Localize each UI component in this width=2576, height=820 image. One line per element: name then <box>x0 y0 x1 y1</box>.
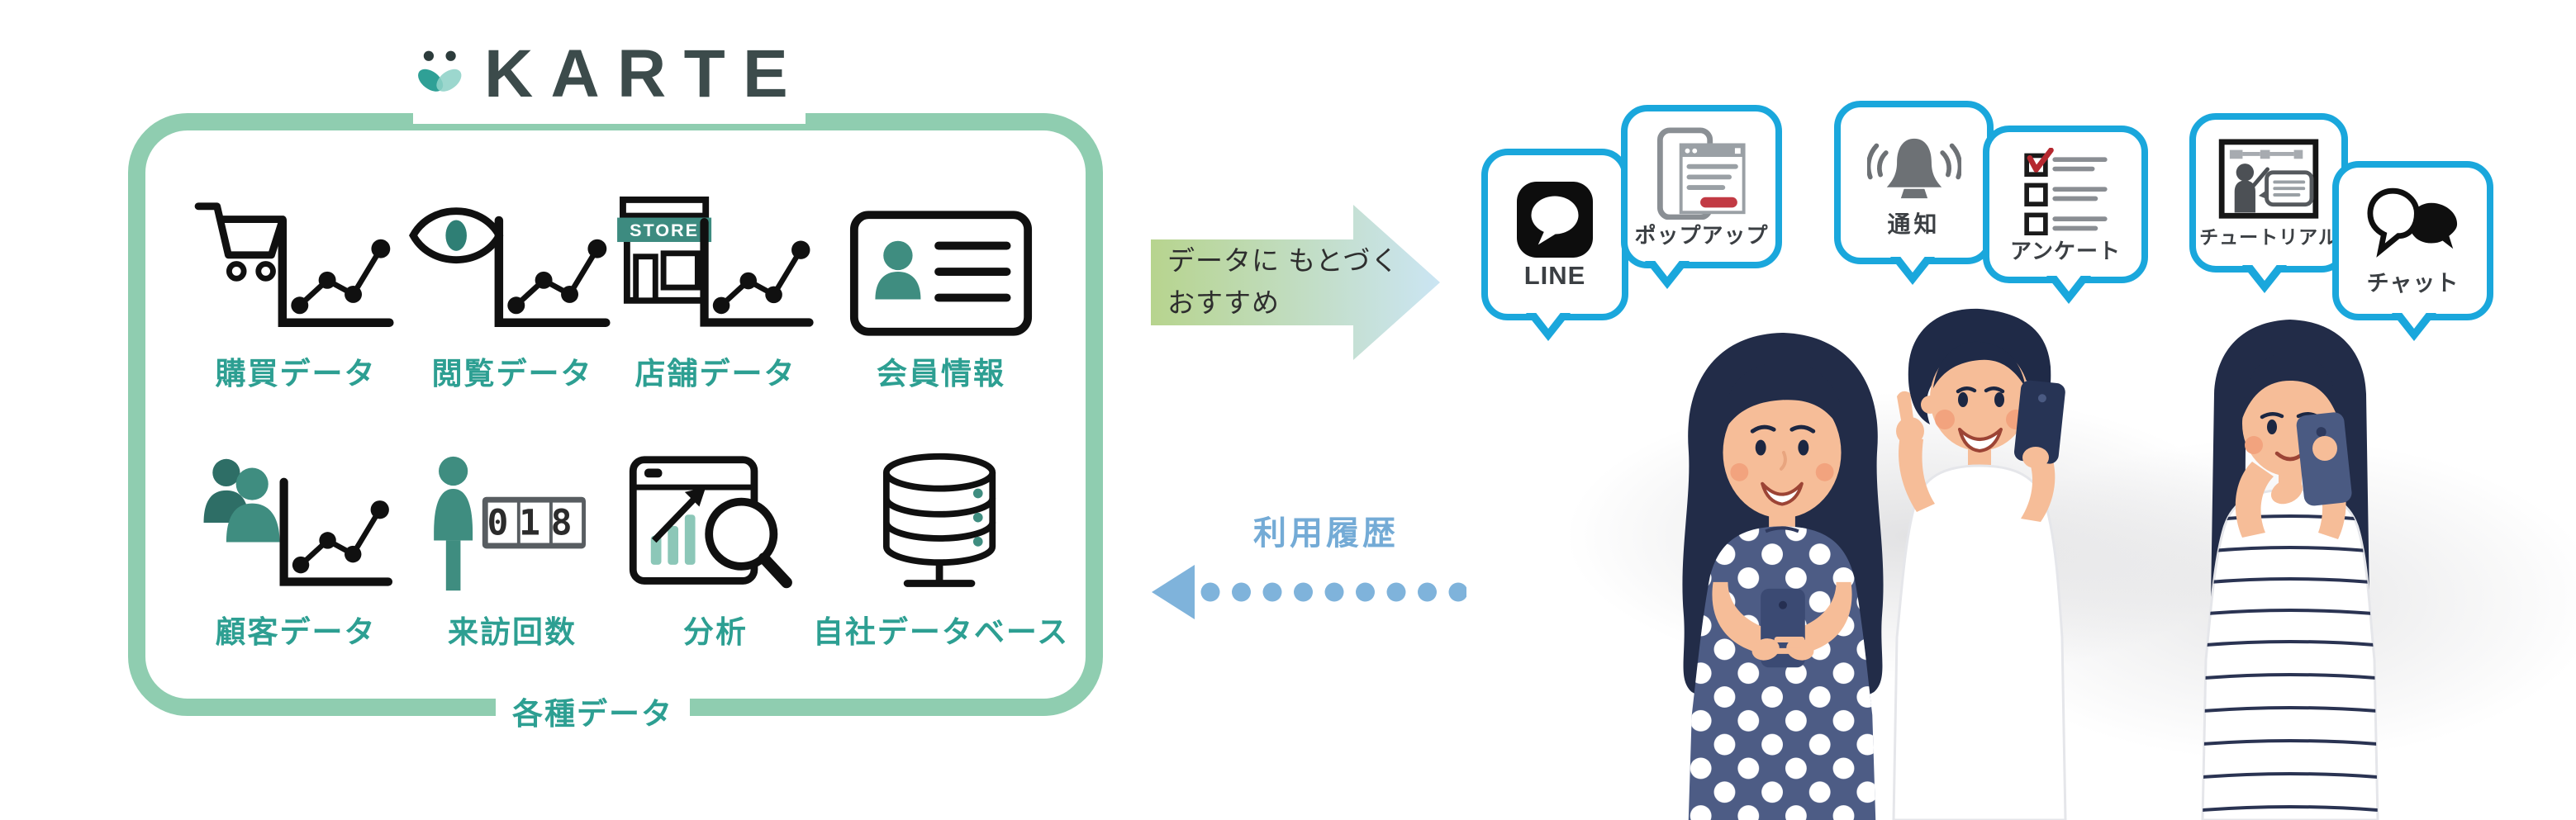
channel-label: チャット <box>2366 271 2460 296</box>
person-pointing-man <box>1892 308 2067 820</box>
channel-bubble-notification: 通知 <box>1834 101 1994 264</box>
eye-chart-icon <box>392 194 632 339</box>
data-item-database: 自社データベース <box>792 453 1090 652</box>
box-footer: 各種データ <box>496 688 690 734</box>
cart-chart-icon <box>176 194 416 339</box>
usage-history-label: 利用履歴 <box>1253 515 1399 552</box>
recommendation-arrow <box>1151 205 1440 360</box>
data-item-visits: 018 来訪回数 <box>392 453 632 652</box>
popup-phone-icon <box>1656 127 1746 220</box>
channel-label: チュートリアル <box>2199 226 2338 248</box>
item-label: 分析 <box>683 615 748 649</box>
box-footer-label: 各種データ <box>512 697 673 731</box>
item-label: 閲覧データ <box>431 357 593 391</box>
item-label: 顧客データ <box>215 615 377 649</box>
counter-digits: 018 <box>487 503 582 544</box>
channel-label: LINE <box>1523 260 1586 290</box>
store-sign-text: STORE <box>630 220 699 240</box>
line-app-icon <box>1517 181 1593 258</box>
store-chart-icon: STORE <box>596 194 835 339</box>
data-item-store: STORE 店舗データ <box>596 194 835 393</box>
id-card-icon <box>821 194 1061 339</box>
chat-bubbles-icon <box>2366 187 2457 258</box>
karte-logo-mark <box>418 50 462 92</box>
recommendation-arrow-text: データに もとづく おすすめ <box>1167 239 1423 324</box>
data-item-customer: 顧客データ <box>176 453 416 652</box>
channel-bubble-chat: チャット <box>2332 161 2493 320</box>
item-label: 会員情報 <box>877 357 1005 391</box>
channel-bubble-popup: ポップアップ <box>1621 105 1782 268</box>
notification-bell-icon <box>1866 138 1961 199</box>
recommendation-line1: データに もとづく <box>1167 245 1400 276</box>
channel-bubble-line: LINE <box>1481 149 1628 320</box>
item-label: 自社データベース <box>812 615 1070 649</box>
person-polka-dot-woman <box>1682 332 1884 820</box>
data-item-browsing: 閲覧データ <box>392 194 632 393</box>
data-item-purchase: 購買データ <box>176 194 416 393</box>
channel-label: ポップアップ <box>1634 223 1769 248</box>
people-chart-icon <box>176 453 416 597</box>
channel-bubble-tutorial: チュートリアル <box>2189 113 2348 273</box>
karte-logo-text: KARTE <box>483 36 806 111</box>
recommendation-line2: おすすめ <box>1167 287 1280 319</box>
visit-counter-icon: 018 <box>392 453 632 597</box>
analysis-icon <box>596 453 835 597</box>
channel-label: アンケート <box>2010 238 2121 263</box>
data-item-member: 会員情報 <box>821 194 1061 393</box>
survey-checklist-icon <box>2024 147 2108 235</box>
channel-label: 通知 <box>1887 211 1941 237</box>
item-label: 店舗データ <box>634 357 796 391</box>
channel-bubble-survey: アンケート <box>1983 126 2148 283</box>
item-label: 来訪回数 <box>448 615 577 649</box>
usage-history-arrow <box>1152 565 1466 619</box>
tutorial-presenter-icon <box>2218 139 2319 219</box>
karte-logo: KARTE <box>413 25 806 124</box>
item-label: 購買データ <box>215 357 377 391</box>
data-item-analysis: 分析 <box>596 453 835 652</box>
person-striped-woman <box>2201 320 2379 820</box>
database-icon <box>792 453 1090 597</box>
